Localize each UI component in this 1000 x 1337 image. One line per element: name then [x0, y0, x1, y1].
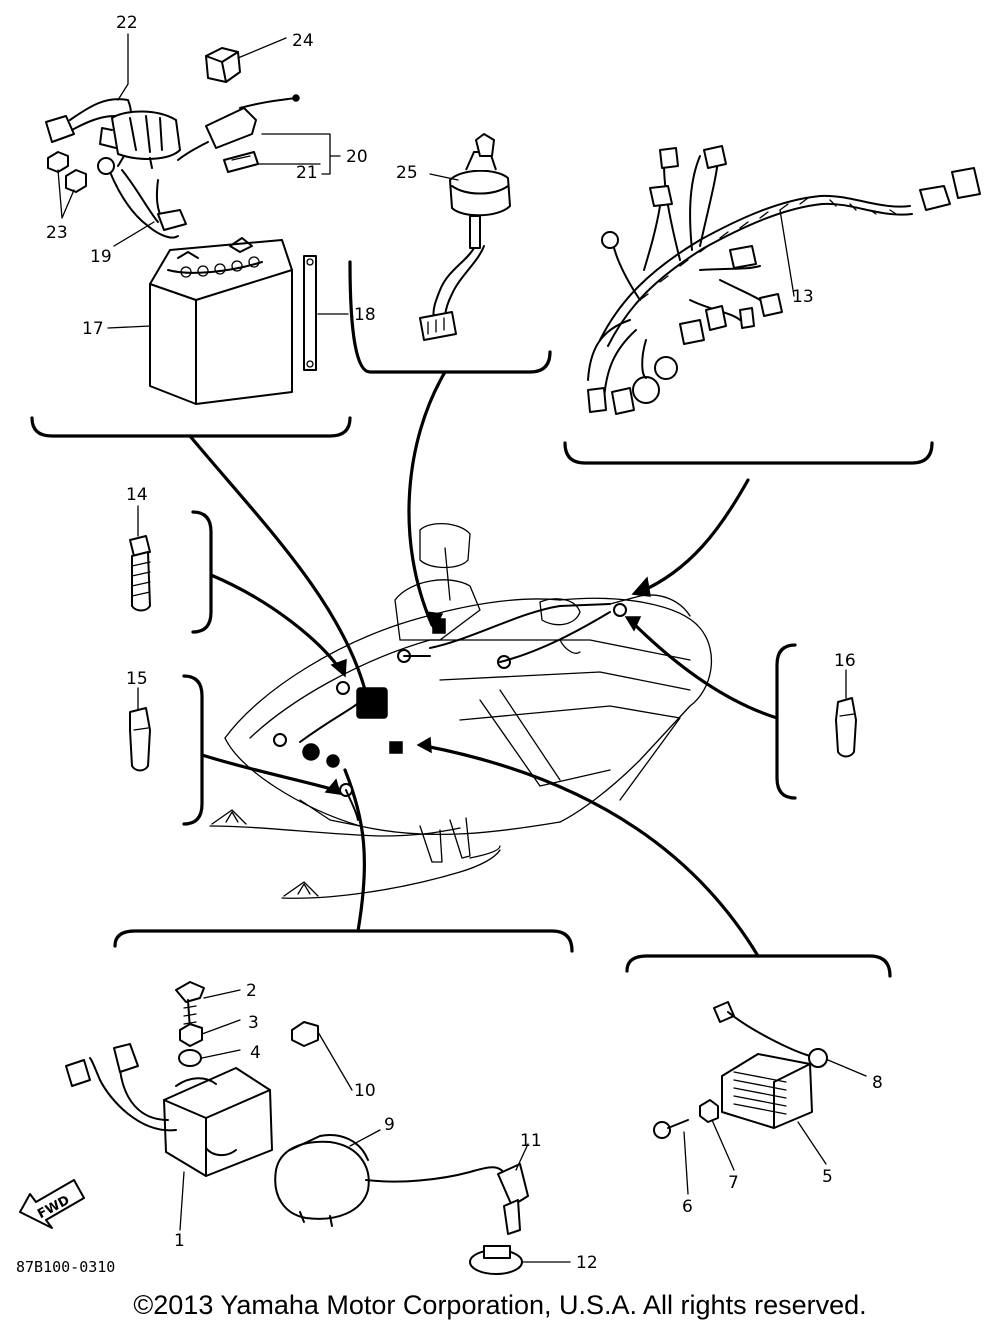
- cap-12-part: [469, 1245, 523, 1275]
- nut-7-part: [699, 1099, 719, 1123]
- lead-8-part: [713, 1001, 828, 1068]
- battery-part: [149, 237, 293, 405]
- battery-lead-part: [97, 157, 187, 239]
- fwd-arrow: FWD: [19, 1179, 85, 1229]
- bolt-6-part: [653, 1119, 689, 1139]
- bolt-2-part: [175, 981, 205, 1031]
- switch-14-part: [129, 535, 151, 612]
- callout-11: 11: [520, 1131, 542, 1151]
- nut-3-part: [179, 1023, 203, 1047]
- switch-15-part: [129, 707, 151, 772]
- callout-19: 19: [90, 247, 112, 267]
- callout-leaders: [57, 33, 867, 1263]
- callout-9: 9: [384, 1115, 395, 1135]
- bracket-wire-harness-group: [563, 441, 934, 465]
- bracket-main-switch-group: [348, 260, 552, 374]
- callout-12: 12: [576, 1253, 598, 1273]
- copyright-notice: ©2013 Yamaha Motor Corporation, U.S.A. A…: [133, 1290, 867, 1320]
- ignition-coil-part: [274, 1134, 507, 1227]
- callout-6: 6: [682, 1197, 693, 1217]
- callout-18: 18: [354, 305, 376, 325]
- callout-22: 22: [116, 13, 138, 33]
- battery-strap-part: [303, 255, 317, 371]
- bracket-battery-group: [30, 416, 352, 438]
- leader-lines: [188, 370, 779, 958]
- bracket-right-switch-group: [775, 643, 797, 800]
- switch-16-part: [835, 697, 857, 758]
- nut-23-part: [47, 151, 87, 193]
- bracket-cdi-group: [182, 674, 204, 826]
- callout-14: 14: [126, 485, 148, 505]
- callout-numbers: 22 24 20 21 25 23 19 17 18 13 14 15 16 2…: [16, 13, 883, 1276]
- callout-2: 2: [246, 981, 257, 1001]
- callout-15: 15: [126, 669, 148, 689]
- bracket-ignition-group: [113, 929, 574, 953]
- drawing-code: 87B100-0310: [16, 1258, 115, 1276]
- rectifier-regulator-part: [721, 1053, 813, 1129]
- callout-10: 10: [354, 1081, 376, 1101]
- fuse-holder-20-part: [177, 94, 300, 161]
- callout-7: 7: [728, 1173, 739, 1193]
- snowmobile-chassis: [209, 523, 713, 899]
- callout-13: 13: [792, 287, 814, 307]
- callout-1: 1: [174, 1231, 185, 1251]
- nut-10-part: [291, 1021, 319, 1047]
- starter-relay-part: [45, 98, 181, 169]
- group-brackets: [30, 260, 934, 978]
- callout-24: 24: [292, 31, 314, 51]
- plug-cap-11-part: [497, 1163, 529, 1235]
- callout-23: 23: [46, 223, 68, 243]
- callout-16: 16: [834, 651, 856, 671]
- cdi-unit-part: [65, 1043, 273, 1177]
- bracket-rectifier-group: [625, 954, 892, 978]
- callout-3: 3: [248, 1013, 259, 1033]
- main-switch-part: [419, 133, 511, 341]
- callout-21: 21: [296, 163, 318, 183]
- callout-5: 5: [822, 1167, 833, 1187]
- callout-17: 17: [82, 319, 104, 339]
- wire-harness-part: [587, 145, 981, 415]
- callout-8: 8: [872, 1073, 883, 1093]
- washer-4-part: [178, 1049, 202, 1067]
- fuse-21-part: [223, 151, 259, 173]
- callout-20: 20: [346, 147, 368, 167]
- callout-4: 4: [250, 1043, 261, 1063]
- callout-25: 25: [396, 163, 418, 183]
- bracket-left-switch-group: [191, 510, 213, 634]
- relay-24-part: [205, 47, 241, 83]
